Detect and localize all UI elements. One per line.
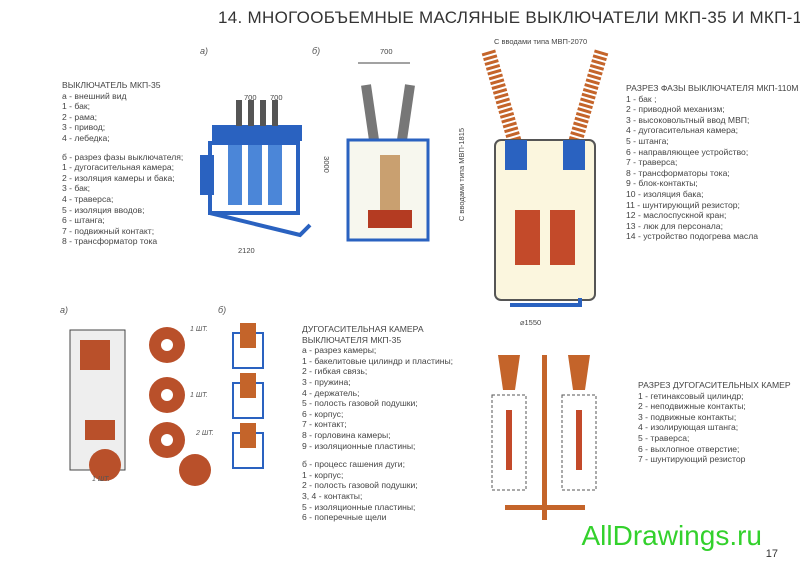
legend-subtitle: а - разрез камеры; (302, 345, 377, 356)
chamber35-section-drawing (69, 327, 211, 486)
legend-item: 7 - контакт; (302, 419, 347, 430)
legend-item: 5 - изоляция вводов; (62, 204, 145, 215)
dimension-label: С вводами типа МВП-2070 (494, 37, 588, 46)
legend-subtitle: б - разрез фазы выключателя; (62, 151, 184, 162)
legend-item: 12 - маслоспускной кран; (626, 210, 727, 221)
legend-item: 1 - бакелитовые цилиндр и пластины; (302, 355, 454, 366)
legend-item: 6 - корпус; (302, 408, 344, 419)
legend-item: 7 - шунтирующий резистор (638, 454, 746, 465)
chambers110-legend: РАЗРЕЗ ДУГОГАСИТЕЛЬНЫХ КАМЕР 1 - гетинак… (638, 380, 791, 465)
legend-item: 1 - дугогасительная камера; (62, 162, 175, 173)
figure-label-a: а) (200, 46, 209, 56)
quantity-label: 1 ШТ. (92, 476, 110, 483)
legend-item: 3 - привод; (62, 122, 106, 133)
legend-item: 2 - гибкая связь; (302, 366, 368, 377)
legend-subtitle: б - процесс гашения дуги; (302, 459, 405, 470)
legend-heading: ДУГОГАСИТЕЛЬНАЯ КАМЕРА (302, 324, 424, 334)
legend-item: 2 - рама; (62, 111, 98, 122)
mkp110-legend: РАЗРЕЗ ФАЗЫ ВЫКЛЮЧАТЕЛЯ МКП-110М 1 - бак… (626, 83, 798, 242)
dimension-label: 700 (380, 47, 393, 56)
quantity-label: 1 ШТ. (190, 392, 208, 399)
legend-item: 7 - подвижный контакт; (62, 225, 155, 236)
dimension-label: 2120 (238, 246, 255, 255)
legend-heading: ВЫКЛЮЧАТЕЛЬ МКП-35 (62, 80, 161, 90)
legend-item: 5 - полость газовой подушки; (302, 398, 418, 409)
page-title: 14. МНОГООБЪЕМНЫЕ МАСЛЯНЫЕ ВЫКЛЮЧАТЕЛИ М… (218, 8, 800, 27)
legend-item: 6 - поперечные щели (302, 512, 387, 523)
dimension-label: ⌀1550 (520, 318, 542, 327)
figure-label-b: б) (218, 305, 227, 315)
legend-item: 9 - изоляционные пластины; (302, 440, 416, 451)
figure-label-a: а) (60, 305, 69, 315)
legend-item: 9 - блок-контакты; (626, 178, 698, 189)
quantity-label: 2 ШТ. (196, 430, 214, 437)
legend-item: 6 - выхлопное отверстие; (638, 443, 740, 454)
legend-item: 5 - штанга; (626, 135, 669, 146)
legend-item: 5 - траверса; (638, 432, 690, 443)
legend-item: 2 - полость газовой подушки; (302, 480, 418, 491)
legend-item: 4 - траверса; (62, 193, 114, 204)
chamber35-legend: ДУГОГАСИТЕЛЬНАЯ КАМЕРА ВЫКЛЮЧАТЕЛЯ МКП-3… (302, 324, 453, 523)
arc-quenching-process-drawing (232, 323, 264, 469)
legend-item: 1 - корпус; (302, 469, 344, 480)
legend-item: 10 - изоляция бака; (626, 188, 704, 199)
legend-item: 8 - горловина камеры; (302, 429, 391, 440)
legend-heading: РАЗРЕЗ ФАЗЫ ВЫКЛЮЧАТЕЛЯ МКП-110М (626, 83, 799, 93)
legend-item: 5 - изоляционные пластины; (302, 501, 416, 512)
mkp35-external-view-drawing (200, 100, 312, 238)
mkp35-section-drawing (346, 62, 430, 242)
dimension-label: 700 (270, 93, 283, 102)
legend-item: 3 - подвижные контакты; (638, 411, 737, 422)
dimension-label: С вводами типа МВП-1815 (457, 127, 467, 222)
page-number: 17 (765, 548, 778, 560)
legend-item: 3, 4 - контакты; (302, 490, 363, 501)
legend-item: 14 - устройство подогрева масла (626, 231, 759, 242)
figure-label-b: б) (312, 46, 321, 56)
legend-item: 1 - бак ; (626, 93, 657, 104)
mkp35-legend: ВЫКЛЮЧАТЕЛЬ МКП-35 а - внешний вид 1 - б… (62, 80, 183, 247)
legend-item: 3 - высоковольтный ввод МВП; (626, 114, 750, 125)
legend-item: 3 - бак; (62, 183, 91, 194)
legend-item: 2 - приводной механизм; (626, 104, 725, 115)
legend-item: 2 - неподвижные контакты; (638, 401, 746, 412)
chambers110-section-drawing (491, 355, 597, 520)
legend-item: 8 - трансформатор тока (62, 236, 158, 247)
mkp110-section-drawing (481, 48, 609, 307)
legend-item: 4 - дугогасительная камера; (626, 125, 739, 136)
quantity-label: 1 ШТ. (190, 326, 208, 333)
legend-item: 4 - изолирующая штанга; (638, 422, 739, 433)
legend-item: 11 - шунтирующий резистор; (626, 199, 740, 210)
legend-item: 6 - направляющее устройство; (626, 146, 749, 157)
legend-item: 7 - траверса; (626, 157, 678, 168)
legend-item: 2 - изоляция камеры и бака; (62, 172, 175, 183)
legend-item: 4 - держатель; (302, 387, 360, 398)
legend-item: 1 - бак; (62, 101, 91, 112)
watermark: AllDrawings.ru (581, 520, 763, 551)
legend-heading: РАЗРЕЗ ДУГОГАСИТЕЛЬНЫХ КАМЕР (638, 380, 791, 390)
legend-item: 8 - трансформаторы тока; (626, 167, 730, 178)
legend-item: 13 - люк для персонала; (626, 220, 723, 231)
legend-item: 6 - штанга; (62, 215, 105, 226)
legend-subtitle: а - внешний вид (62, 90, 127, 101)
legend-item: 4 - лебедка; (62, 132, 110, 143)
legend-item: 1 - гетинаксовый цилиндр; (638, 390, 744, 401)
legend-item: 3 - пружина; (302, 376, 351, 387)
dimension-label: 700 (244, 93, 257, 102)
legend-heading: ВЫКЛЮЧАТЕЛЯ МКП-35 (302, 334, 402, 345)
